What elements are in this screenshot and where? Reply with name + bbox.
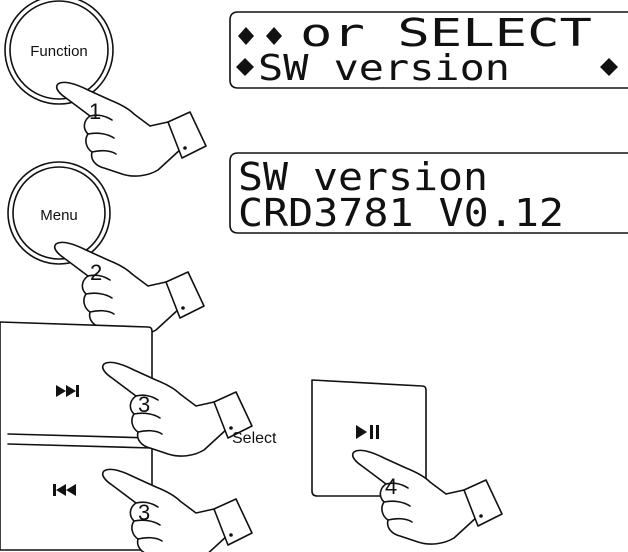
step-number-3-forward: 3 (138, 392, 150, 417)
menu-button-label: Menu (40, 207, 78, 224)
pointing-hand-icon (55, 242, 204, 336)
up-arrow-icon (238, 27, 254, 45)
lcd-1-line-2: SW version (258, 48, 510, 89)
step-number-4: 4 (385, 474, 397, 499)
hand-pointer-2 (55, 242, 204, 336)
select-label: Select (232, 430, 277, 447)
pointing-hand-icon (353, 450, 502, 544)
hand-pointer-4 (353, 450, 502, 544)
lcd-2-line-2: CRD3781 V0.12 (238, 191, 564, 235)
step-number-1: 1 (89, 99, 101, 124)
right-arrow-icon (600, 58, 618, 76)
step-number-3-back: 3 (138, 500, 150, 525)
down-arrow-icon (266, 27, 282, 45)
pointing-hand-icon (57, 82, 206, 176)
skip-back-button[interactable] (4, 452, 144, 546)
lcd-display-2: SW version CRD3781 V0.12 (230, 153, 628, 235)
lcd-display-1: or SELECT SW version (230, 11, 628, 89)
step-number-2: 2 (90, 260, 102, 285)
function-button-label: Function (30, 43, 88, 60)
left-arrow-icon (236, 58, 254, 76)
hand-pointer-1 (57, 82, 206, 176)
